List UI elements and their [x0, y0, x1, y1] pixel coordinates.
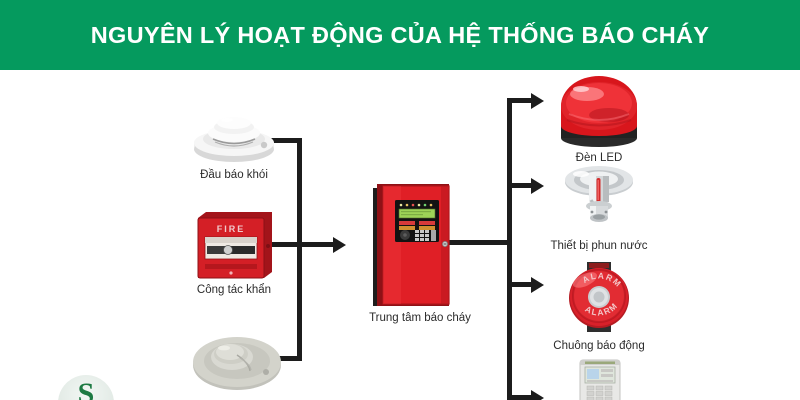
label-water-sprinkler: Thiết bị phun nước — [550, 240, 648, 252]
node-led-beacon[interactable]: Đèn LED — [535, 70, 663, 175]
manual-call-point-icon: FIRE — [197, 212, 272, 279]
input-arrow-icon — [333, 236, 346, 253]
label-alarm-bell: Chuông báo động — [553, 340, 645, 352]
label-manual-call-point: Công tác khẩn — [196, 284, 272, 296]
input-bus-to-panel-line — [297, 242, 335, 247]
sprinkler-head-icon — [565, 166, 633, 222]
connector-manual-call-point — [262, 242, 302, 247]
watermark-logo: S — [58, 375, 114, 400]
node-fire-alarm-control-panel[interactable]: Trung tâm báo cháy — [355, 178, 485, 324]
node-water-sprinkler[interactable]: Thiết bị phun nước — [535, 162, 663, 260]
node-heat-detector[interactable] — [182, 325, 292, 397]
page-title: NGUYÊN LÝ HOẠT ĐỘNG CỦA HỆ THỐNG BÁO CHÁ… — [90, 21, 710, 48]
node-keypad-terminal[interactable] — [535, 358, 663, 400]
connector-alarm-bell — [507, 282, 533, 287]
arrow-water-sprinkler-icon — [531, 177, 544, 194]
connector-heat-detector — [262, 356, 302, 361]
smoke-detector-icon — [194, 117, 274, 162]
connector-led-beacon — [507, 98, 533, 103]
label-fire-alarm-control-panel: Trung tâm báo cháy — [369, 312, 471, 324]
node-smoke-detector[interactable]: Đầu báo khói — [175, 105, 293, 185]
connector-keypad-terminal — [507, 395, 533, 400]
arrow-led-beacon-icon — [531, 92, 544, 109]
diagram-canvas: Đầu báo khói FIRE — [0, 70, 800, 400]
alarm-bell-icon: ALARM ALARM — [569, 262, 629, 332]
connector-smoke-detector — [262, 138, 302, 143]
node-manual-call-point[interactable]: FIRE Công tác khẩn — [180, 210, 288, 300]
node-alarm-bell[interactable]: ALARM ALARM Chuông báo động — [535, 260, 663, 360]
control-panel-icon — [373, 184, 450, 306]
heat-detector-icon — [193, 337, 281, 390]
connector-water-sprinkler — [507, 183, 533, 188]
page-header: NGUYÊN LÝ HOẠT ĐỘNG CỦA HỆ THỐNG BÁO CHÁ… — [0, 0, 800, 70]
watermark-glyph: S — [77, 377, 95, 400]
beacon-light-icon — [561, 76, 637, 147]
label-smoke-detector: Đầu báo khói — [200, 169, 268, 181]
label-led-beacon: Đèn LED — [575, 152, 623, 164]
output-bus-line — [507, 98, 512, 400]
svg-text:FIRE: FIRE — [217, 224, 246, 234]
panel-output-line — [448, 240, 512, 245]
keypad-terminal-icon — [579, 359, 621, 400]
arrow-keypad-terminal-icon — [531, 389, 544, 400]
arrow-alarm-bell-icon — [531, 276, 544, 293]
input-bus-line — [297, 138, 302, 361]
